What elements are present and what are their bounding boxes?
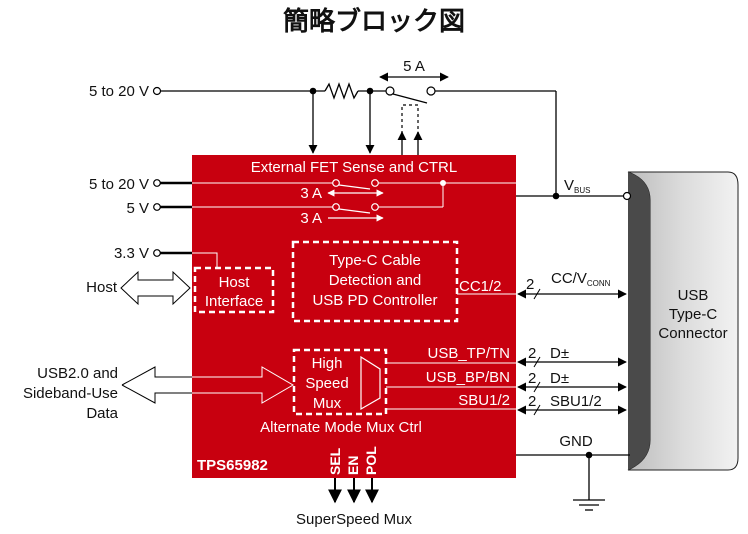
sbu-label: SBU1/2 xyxy=(550,393,602,410)
host-bidir-arrow-icon xyxy=(120,270,191,306)
gnd-label: GND xyxy=(559,433,593,450)
superspeed-mux-label: SuperSpeed Mux xyxy=(296,511,412,528)
cc-pin-label: CC1/2 xyxy=(459,278,502,295)
cc-label: CC/VCONN xyxy=(551,270,611,288)
usb-data-label-1: USB2.0 and xyxy=(37,365,118,382)
current-5a-label: 5 A xyxy=(403,58,425,75)
fet-block-label: External FET Sense and CTRL xyxy=(251,159,457,176)
connector-label-line1: USB xyxy=(678,287,709,304)
sbu-pin-label: SBU1/2 xyxy=(458,392,510,409)
vin-top-terminal xyxy=(152,86,162,96)
switch-terminal xyxy=(426,86,436,96)
switch-1-current-label: 3 A xyxy=(300,185,322,202)
diagram-title: 簡略ブロック図 xyxy=(283,6,465,37)
ground-symbol-icon xyxy=(573,499,605,511)
usb-data-label-2: Sideband-Use xyxy=(23,385,118,402)
vbus-terminal xyxy=(622,191,632,201)
usb-bp-pin-label: USB_BP/BN xyxy=(426,369,510,386)
pol-pin-label: POL xyxy=(363,446,379,475)
usb-data-arrow-left-icon xyxy=(121,366,192,386)
vbus-label: VBUS xyxy=(564,177,590,195)
host-interface-label-1: Host xyxy=(219,274,251,291)
sense-resistor-icon xyxy=(324,82,359,100)
host-label: Host xyxy=(86,279,118,296)
d1-label: D± xyxy=(550,345,569,362)
gate-control-dashed xyxy=(401,104,419,134)
mux-trapezoid-icon xyxy=(360,355,381,411)
external-fet-switch-icon xyxy=(392,93,428,104)
sel-pin-label: SEL xyxy=(327,447,343,475)
v5-label: 5 V xyxy=(126,200,149,217)
mux-label-1: High xyxy=(312,355,343,372)
usb-typec-connector: USB Type-C Connector xyxy=(627,171,739,471)
usb-data-label-3: Data xyxy=(86,405,118,422)
host-interface-block xyxy=(193,266,275,314)
tps65982-chip xyxy=(192,155,516,478)
mux-label-2: Speed xyxy=(305,375,348,392)
connector-label-line2: Type-C xyxy=(669,306,718,323)
v33-label: 3.3 V xyxy=(114,245,149,262)
internal-switch-2-icon xyxy=(338,208,371,214)
d1-count: 2 xyxy=(528,345,536,362)
pd-label-2: Detection and xyxy=(329,272,422,289)
en-pin-label: EN xyxy=(345,456,361,475)
switch-2-current-label: 3 A xyxy=(300,210,322,227)
d2-label: D± xyxy=(550,370,569,387)
cc-count: 2 xyxy=(526,276,534,293)
mux-label-3: Mux xyxy=(313,395,342,412)
alt-mode-label: Alternate Mode Mux Ctrl xyxy=(260,419,422,436)
high-speed-mux-block xyxy=(292,348,388,416)
host-interface-label-2: Interface xyxy=(205,293,263,310)
d2-count: 2 xyxy=(528,370,536,387)
pd-controller-block xyxy=(291,240,459,323)
internal-switch-1-icon xyxy=(338,184,371,190)
usb-tp-pin-label: USB_TP/TN xyxy=(427,345,510,362)
connector-label-line3: Connector xyxy=(658,325,727,342)
sbu-count: 2 xyxy=(528,393,536,410)
usb-data-arrow-right-icon xyxy=(192,366,294,404)
vin-mid-label: 5 to 20 V xyxy=(89,176,149,193)
chip-name-label: TPS65982 xyxy=(197,457,268,474)
vin-top-label: 5 to 20 V xyxy=(89,83,149,100)
switch-terminal xyxy=(385,86,395,96)
pd-label-1: Type-C Cable xyxy=(329,252,421,269)
pd-label-3: USB PD Controller xyxy=(312,292,437,309)
